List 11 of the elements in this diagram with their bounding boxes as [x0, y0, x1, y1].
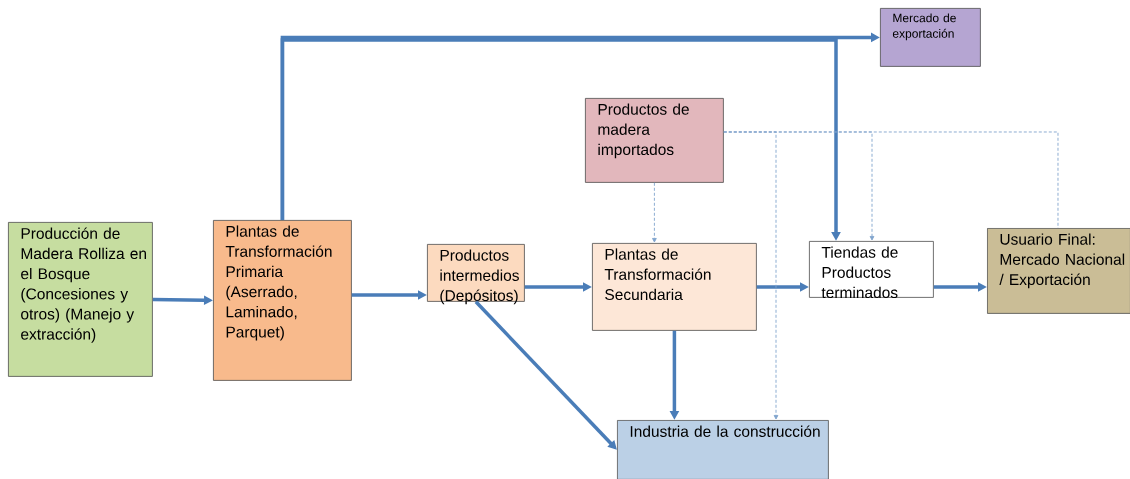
- process-box: Usuario Final: Mercado Nacional / Exportación: [987, 228, 1130, 314]
- process-box: Plantas de Transformación Secundaria: [592, 243, 757, 331]
- process-box: Productos de madera importados: [585, 98, 724, 183]
- process-box: Tiendas de Productos terminados: [809, 241, 934, 299]
- arrow: [652, 182, 657, 243]
- arrow: [474, 300, 617, 450]
- process-box: Producción de Madera Rolliza en el Bosque (Concesiones y otros) (Manejo y extracción): [8, 222, 153, 377]
- process-box: Mercado de exportación: [880, 8, 981, 67]
- process-box: Plantas de Transformación Primaria (Aserrado, Laminado, Parquet): [213, 220, 352, 381]
- process-box: Industria de la construcción: [617, 420, 829, 479]
- process-box: Productos intermedios (Depósitos): [427, 244, 525, 305]
